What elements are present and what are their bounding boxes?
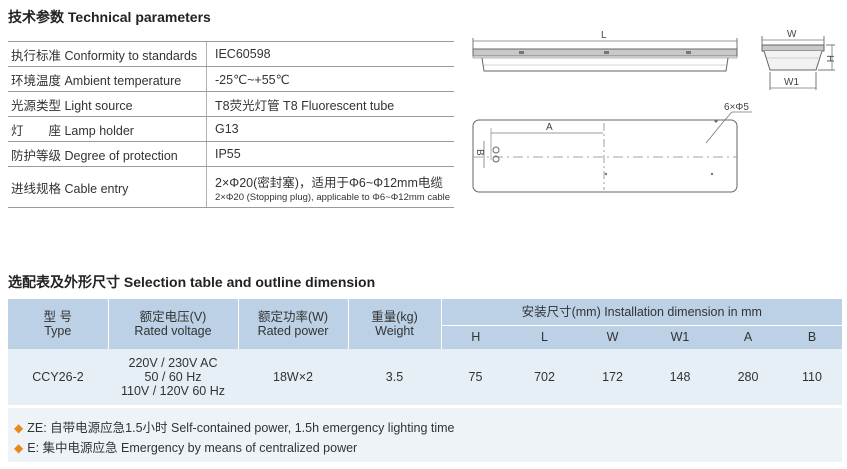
selection-table-title: 选配表及外形尺寸 Selection table and outline dim… — [8, 274, 376, 290]
param-row-standards: 执行标准 Conformity to standards IEC60598 — [8, 42, 454, 67]
header-power-cn: 额定功率(W) — [257, 310, 329, 324]
header-dim-h: H — [441, 325, 510, 349]
hole-note-label: 6×Φ5 — [724, 102, 749, 113]
dim-label-b: B — [474, 149, 485, 156]
cable-entry-value-cn: 2×Φ20(密封塞)，适用于Φ6~Φ12mm电缆 — [215, 175, 443, 190]
param-row-protection: 防护等级 Degree of protection IP55 — [8, 142, 454, 167]
front-view-drawing: L — [472, 30, 738, 72]
diamond-bullet-icon: ◆ — [14, 441, 24, 455]
param-row-cable-entry: 进线规格 Cable entry 2×Φ20(密封塞)，适用于Φ6~Φ12mm电… — [8, 167, 454, 208]
param-value: G13 — [215, 122, 239, 136]
header-weight-en: Weight — [375, 324, 414, 338]
dim-label-l: L — [601, 30, 607, 41]
param-value: IEC60598 — [215, 47, 271, 61]
technical-parameters-table: 执行标准 Conformity to standards IEC60598 环境… — [8, 41, 454, 208]
cell-dim-a: 280 — [714, 349, 782, 405]
cell-dim-l: 702 — [510, 349, 579, 405]
header-voltage: 额定电压(V) Rated voltage — [108, 299, 239, 349]
header-dim-l: L — [510, 325, 579, 349]
header-power: 额定功率(W) Rated power — [238, 299, 349, 349]
cell-dim-w: 172 — [579, 349, 646, 405]
param-label: 防护等级 Degree of protection — [8, 142, 207, 166]
header-dim-b: B — [782, 325, 842, 349]
note-e-text: E: 集中电源应急 Emergency by means of centrali… — [27, 441, 358, 455]
param-label: 灯 座 Lamp holder — [8, 117, 207, 141]
table-row: CCY26-2 220V / 230V AC 50 / 60 Hz 110V /… — [8, 349, 842, 405]
param-value: IP55 — [215, 147, 241, 161]
param-value: T8荧光灯管 T8 Fluorescent tube — [215, 98, 395, 113]
technical-parameters-title: 技术参数 Technical parameters — [8, 9, 211, 25]
voltage-line: 110V / 120V 60 Hz — [120, 384, 225, 398]
param-label: 光源类型 Light source — [8, 92, 207, 116]
param-label: 进线规格 Cable entry — [8, 167, 207, 207]
header-type: 型 号 Type — [8, 299, 109, 349]
note-e: ◆E: 集中电源应急 Emergency by means of central… — [14, 437, 357, 456]
param-label: 环境温度 Ambient temperature — [8, 67, 207, 91]
header-weight: 重量(kg) Weight — [348, 299, 442, 349]
cell-dim-h: 75 — [441, 349, 510, 405]
header-dim-a: A — [714, 325, 782, 349]
notes-box: ◆ZE: 自带电源应急1.5小时 Self-contained power, 1… — [8, 408, 842, 462]
header-power-en: Rated power — [257, 324, 329, 338]
side-view-drawing: W H W1 — [761, 29, 835, 90]
cable-entry-value-en: 2×Φ20 (Stopping plug), applicable to Φ6~… — [215, 191, 451, 203]
header-installation-dimension: 安装尺寸(mm) Installation dimension in mm — [441, 299, 842, 326]
cell-type: CCY26-2 — [8, 349, 108, 405]
selection-table: 型 号 Type 额定电压(V) Rated voltage 额定功率(W) R… — [8, 299, 842, 405]
header-type-cn: 型 号 — [43, 310, 72, 324]
outline-drawings: L W H W1 A B — [472, 29, 835, 193]
note-ze: ◆ZE: 自带电源应急1.5小时 Self-contained power, 1… — [14, 417, 455, 436]
header-voltage-cn: 额定电压(V) — [139, 310, 207, 324]
cell-voltage: 220V / 230V AC 50 / 60 Hz 110V / 120V 60… — [108, 349, 238, 405]
param-row-lamp-holder: 灯 座 Lamp holder G13 — [8, 117, 454, 142]
header-voltage-en: Rated voltage — [134, 324, 212, 338]
dim-label-w: W — [787, 29, 797, 40]
voltage-line: 50 / 60 Hz — [144, 370, 202, 384]
param-label: 执行标准 Conformity to standards — [8, 42, 207, 66]
voltage-line: 220V / 230V AC — [128, 356, 218, 370]
param-row-ambient-temperature: 环境温度 Ambient temperature -25℃~+55℃ — [8, 67, 454, 92]
header-weight-cn: 重量(kg) — [371, 310, 418, 324]
cell-power: 18W×2 — [238, 349, 348, 405]
header-type-en: Type — [44, 324, 72, 338]
dim-label-h: H — [824, 55, 835, 62]
dim-label-w1: W1 — [784, 77, 799, 88]
cell-weight: 3.5 — [348, 349, 441, 405]
note-ze-text: ZE: 自带电源应急1.5小时 Self-contained power, 1.… — [27, 421, 455, 435]
mounting-view-drawing: A B 6×Φ5 — [472, 102, 752, 193]
header-dim-w: W — [579, 325, 646, 349]
header-dim-w1: W1 — [646, 325, 714, 349]
param-value: -25℃~+55℃ — [215, 72, 290, 87]
param-row-light-source: 光源类型 Light source T8荧光灯管 T8 Fluorescent … — [8, 92, 454, 117]
cell-dim-b: 110 — [782, 349, 842, 405]
param-value: 2×Φ20(密封塞)，适用于Φ6~Φ12mm电缆 2×Φ20 (Stopping… — [207, 172, 450, 203]
cell-dim-w1: 148 — [646, 349, 714, 405]
dim-label-a: A — [546, 122, 553, 133]
diamond-bullet-icon: ◆ — [14, 421, 24, 435]
